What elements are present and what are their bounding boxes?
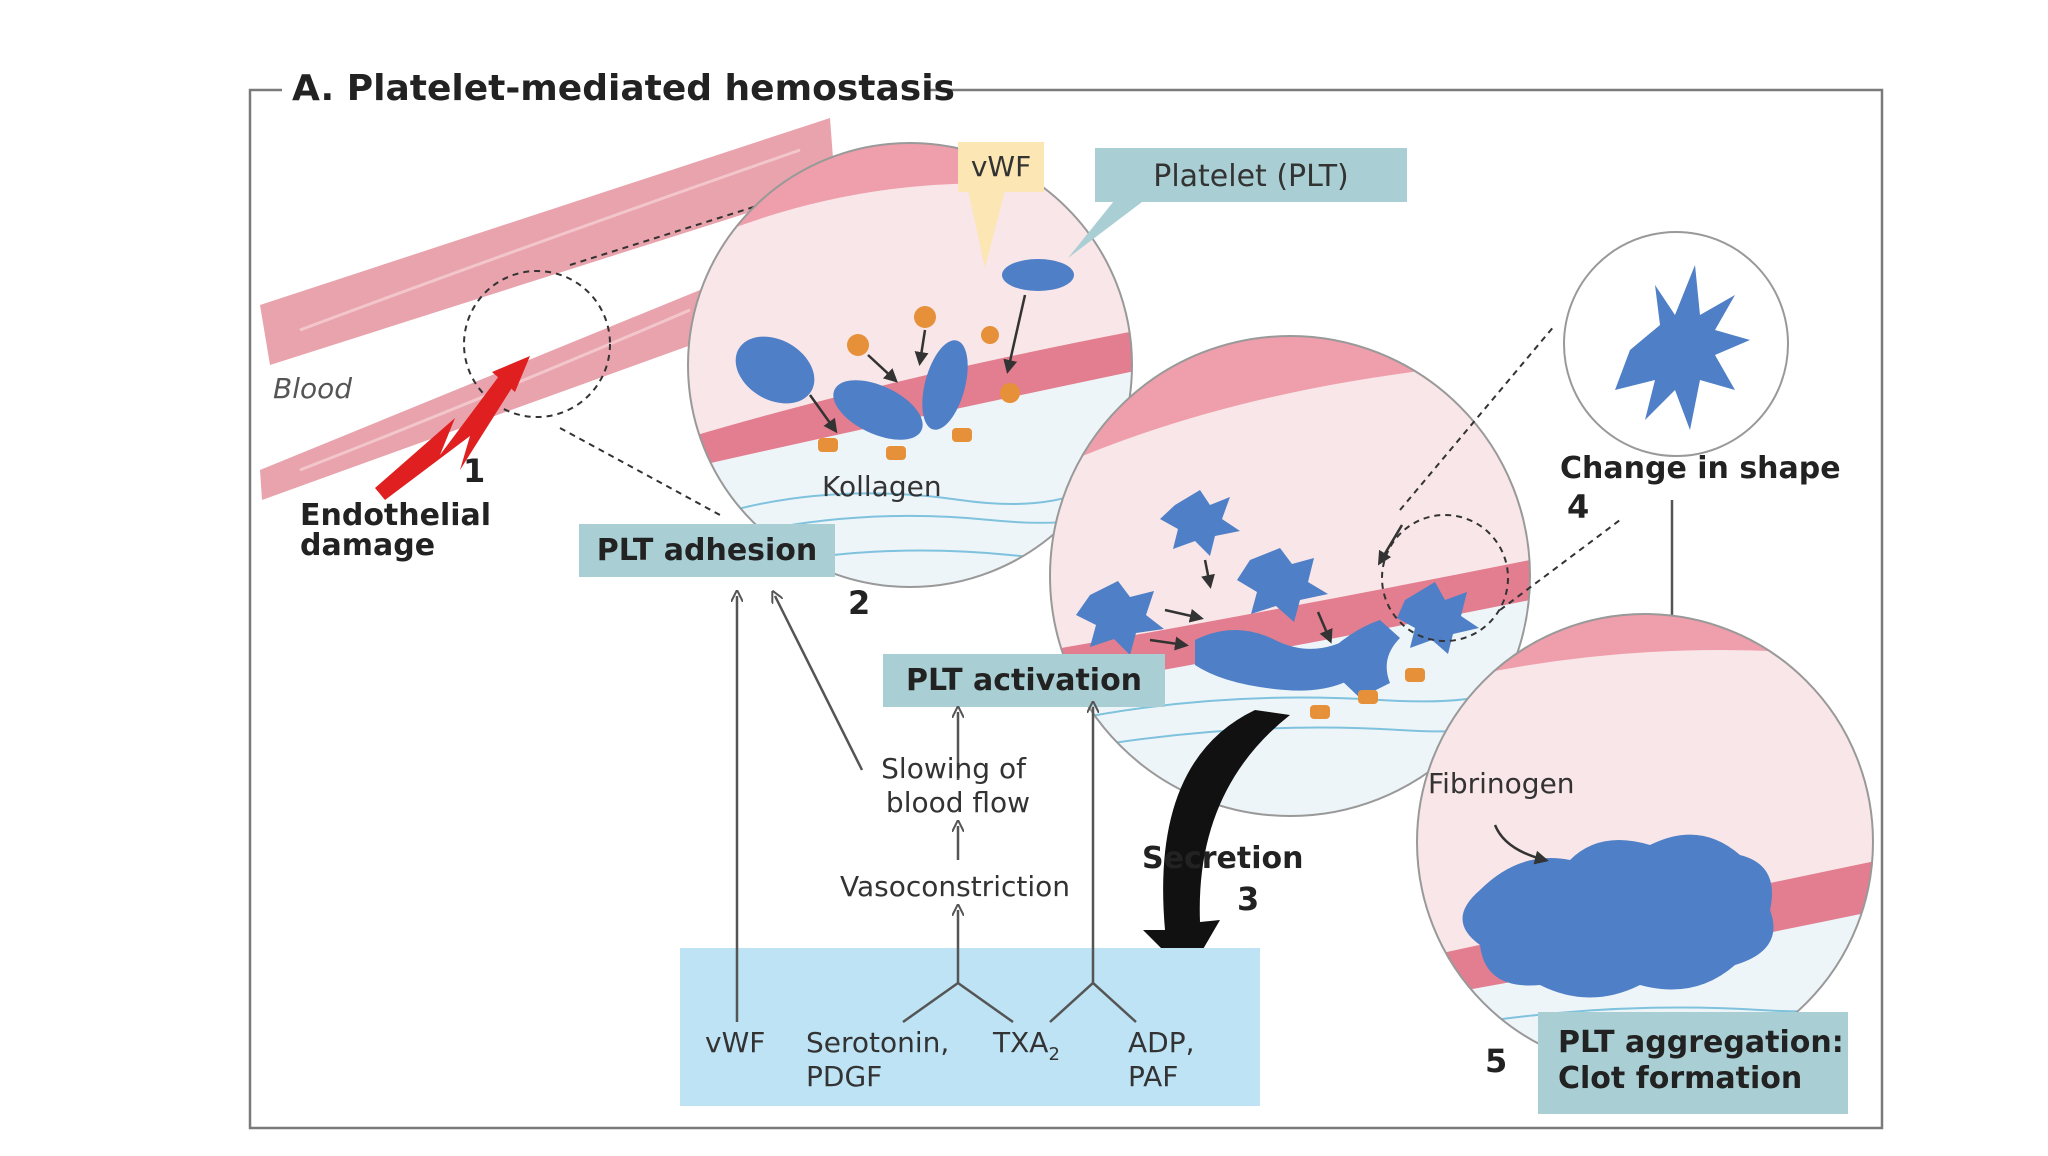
- plt-activation-label: PLT activation: [906, 663, 1142, 698]
- activated-platelet: [1160, 490, 1240, 556]
- slowing-line2: blood flow: [886, 786, 1030, 819]
- kollagen-label: Kollagen: [822, 470, 942, 503]
- slowing-line1: Slowing of: [881, 752, 1027, 785]
- blood-label: Blood: [273, 372, 352, 405]
- fibrinogen-label: Fibrinogen: [1428, 767, 1575, 800]
- step-2-number: 2: [848, 584, 870, 622]
- vwf-tag-box: [958, 142, 1044, 192]
- step-5-number: 5: [1485, 1042, 1507, 1080]
- plt-adhesion-box: [579, 524, 835, 577]
- source-txa2: TXA2: [992, 1026, 1060, 1065]
- activated-platelet: [1320, 620, 1400, 698]
- plt-adhesion-label: PLT adhesion: [597, 533, 818, 568]
- platelet-blob: [833, 380, 923, 440]
- pathway-arrows: [737, 596, 1137, 1024]
- step-4-number: 4: [1567, 488, 1589, 526]
- endothelial-line1: Endothelial: [300, 498, 491, 533]
- secretion-label: Secretion: [1142, 841, 1303, 876]
- endothelial-line2: damage: [300, 528, 435, 563]
- diagram-title: A. Platelet-mediated hemostasis: [292, 68, 955, 109]
- aggregation-label: PLT aggregation: Clot formation: [1558, 1025, 1854, 1096]
- aggregation-line1: PLT aggregation:: [1558, 1025, 1844, 1060]
- activated-platelet: [1076, 581, 1164, 655]
- platelet-tag-label: Platelet (PLT): [1153, 159, 1349, 194]
- platelet-blob: [735, 336, 815, 404]
- vwf-tag-label: vWF: [971, 150, 1031, 183]
- step-3-number: 3: [1237, 880, 1259, 918]
- spiky-platelet-icon: [1615, 265, 1750, 430]
- shape-zoom-circle: [1381, 514, 1509, 642]
- vessel-wall-bottom: [260, 290, 705, 500]
- change-in-shape-label: Change in shape: [1560, 451, 1841, 486]
- activated-platelet: [1237, 548, 1328, 622]
- mediator-source-box: [680, 948, 1260, 1106]
- step-1-number: 1: [463, 452, 485, 490]
- plt-activation-box: [883, 654, 1165, 707]
- clot-mass: [1462, 834, 1774, 998]
- platelet-blob: [922, 340, 968, 430]
- slowing-label: Slowing of blood flow: [881, 752, 1035, 819]
- source-serotonin: Serotonin, PDGF: [806, 1026, 958, 1093]
- adhesion-zoom: [688, 143, 1132, 587]
- source-vwf: vWF: [705, 1026, 765, 1059]
- damage-arrow-icon: [375, 356, 530, 500]
- activated-platelet: [1195, 630, 1375, 691]
- source-adp-paf: ADP, PAF: [1128, 1026, 1203, 1093]
- aggregation-box: [1538, 1012, 1848, 1114]
- platelet-tag-box: [1095, 148, 1407, 202]
- aggregation-line2: Clot formation: [1558, 1061, 1802, 1096]
- frame: [248, 88, 1884, 1130]
- damage-zoom-circle: [463, 270, 611, 418]
- secretion-arrow-icon: [1143, 710, 1290, 975]
- activated-platelet: [1397, 582, 1479, 654]
- platelet-blob: [1002, 259, 1074, 291]
- vasoconstriction-label: Vasoconstriction: [840, 870, 1070, 903]
- endothelial-damage-label: Endothelial damage: [300, 498, 502, 563]
- vessel-wall-top: [260, 118, 835, 365]
